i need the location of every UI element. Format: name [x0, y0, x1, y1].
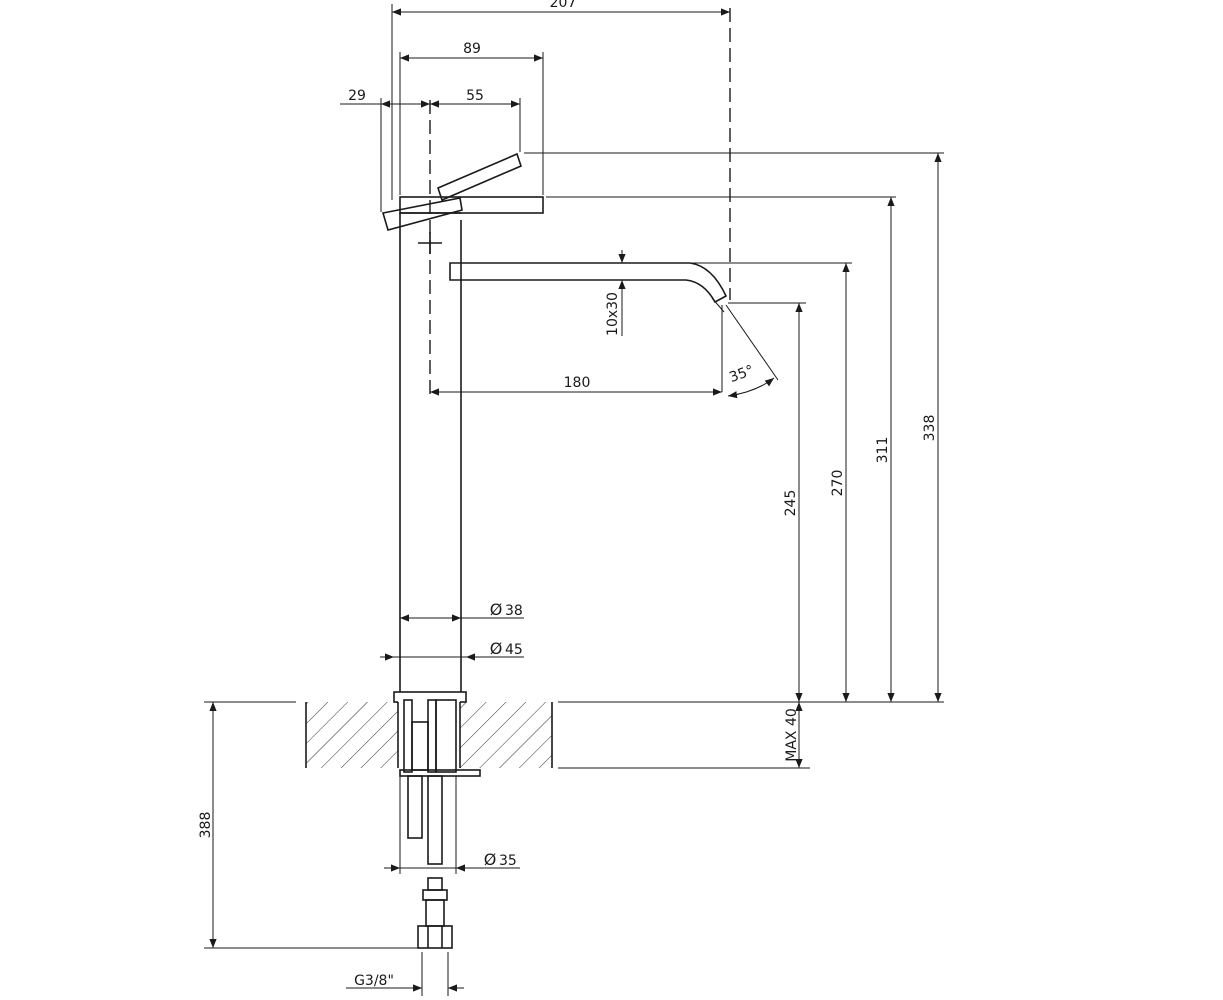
- diameter-symbol: Ø: [490, 639, 503, 658]
- spout: [449, 262, 779, 392]
- dim-body-height: 311: [875, 437, 891, 464]
- diameter-symbol: Ø: [484, 850, 497, 869]
- dim-below-length: 388: [198, 812, 214, 839]
- dim-spout-height: 245: [783, 490, 799, 517]
- dim-overall-width: 207: [550, 0, 577, 11]
- dim-spout-top-height: 270: [830, 470, 846, 497]
- countertop-section: [230, 700, 810, 770]
- dim-handle-offset: 29: [348, 88, 366, 104]
- centre-lines: [429, 8, 731, 400]
- dimension-labels: 207 89 29 55 180 10x30 35° 245 270 311 3…: [198, 0, 938, 989]
- dim-handle-reach: 89: [463, 41, 481, 57]
- diameter-symbol: Ø: [490, 600, 503, 619]
- faucet-body: [381, 152, 544, 703]
- dim-counter-max: MAX 40: [784, 708, 800, 762]
- dimension-lines: [204, 4, 944, 996]
- under-counter-fitting: [399, 699, 481, 949]
- dim-total-height: 338: [922, 415, 938, 442]
- dim-spout-section: 10x30: [605, 292, 621, 336]
- dim-shank-diameter: 35: [499, 853, 517, 869]
- dim-spout-reach: 180: [564, 375, 591, 391]
- dim-body-diameter: 38: [505, 603, 523, 619]
- dim-thread: G3/8": [354, 973, 394, 989]
- dim-base-diameter: 45: [505, 642, 523, 658]
- dim-flow-angle: 35°: [727, 362, 756, 386]
- dim-handle-length: 55: [466, 88, 484, 104]
